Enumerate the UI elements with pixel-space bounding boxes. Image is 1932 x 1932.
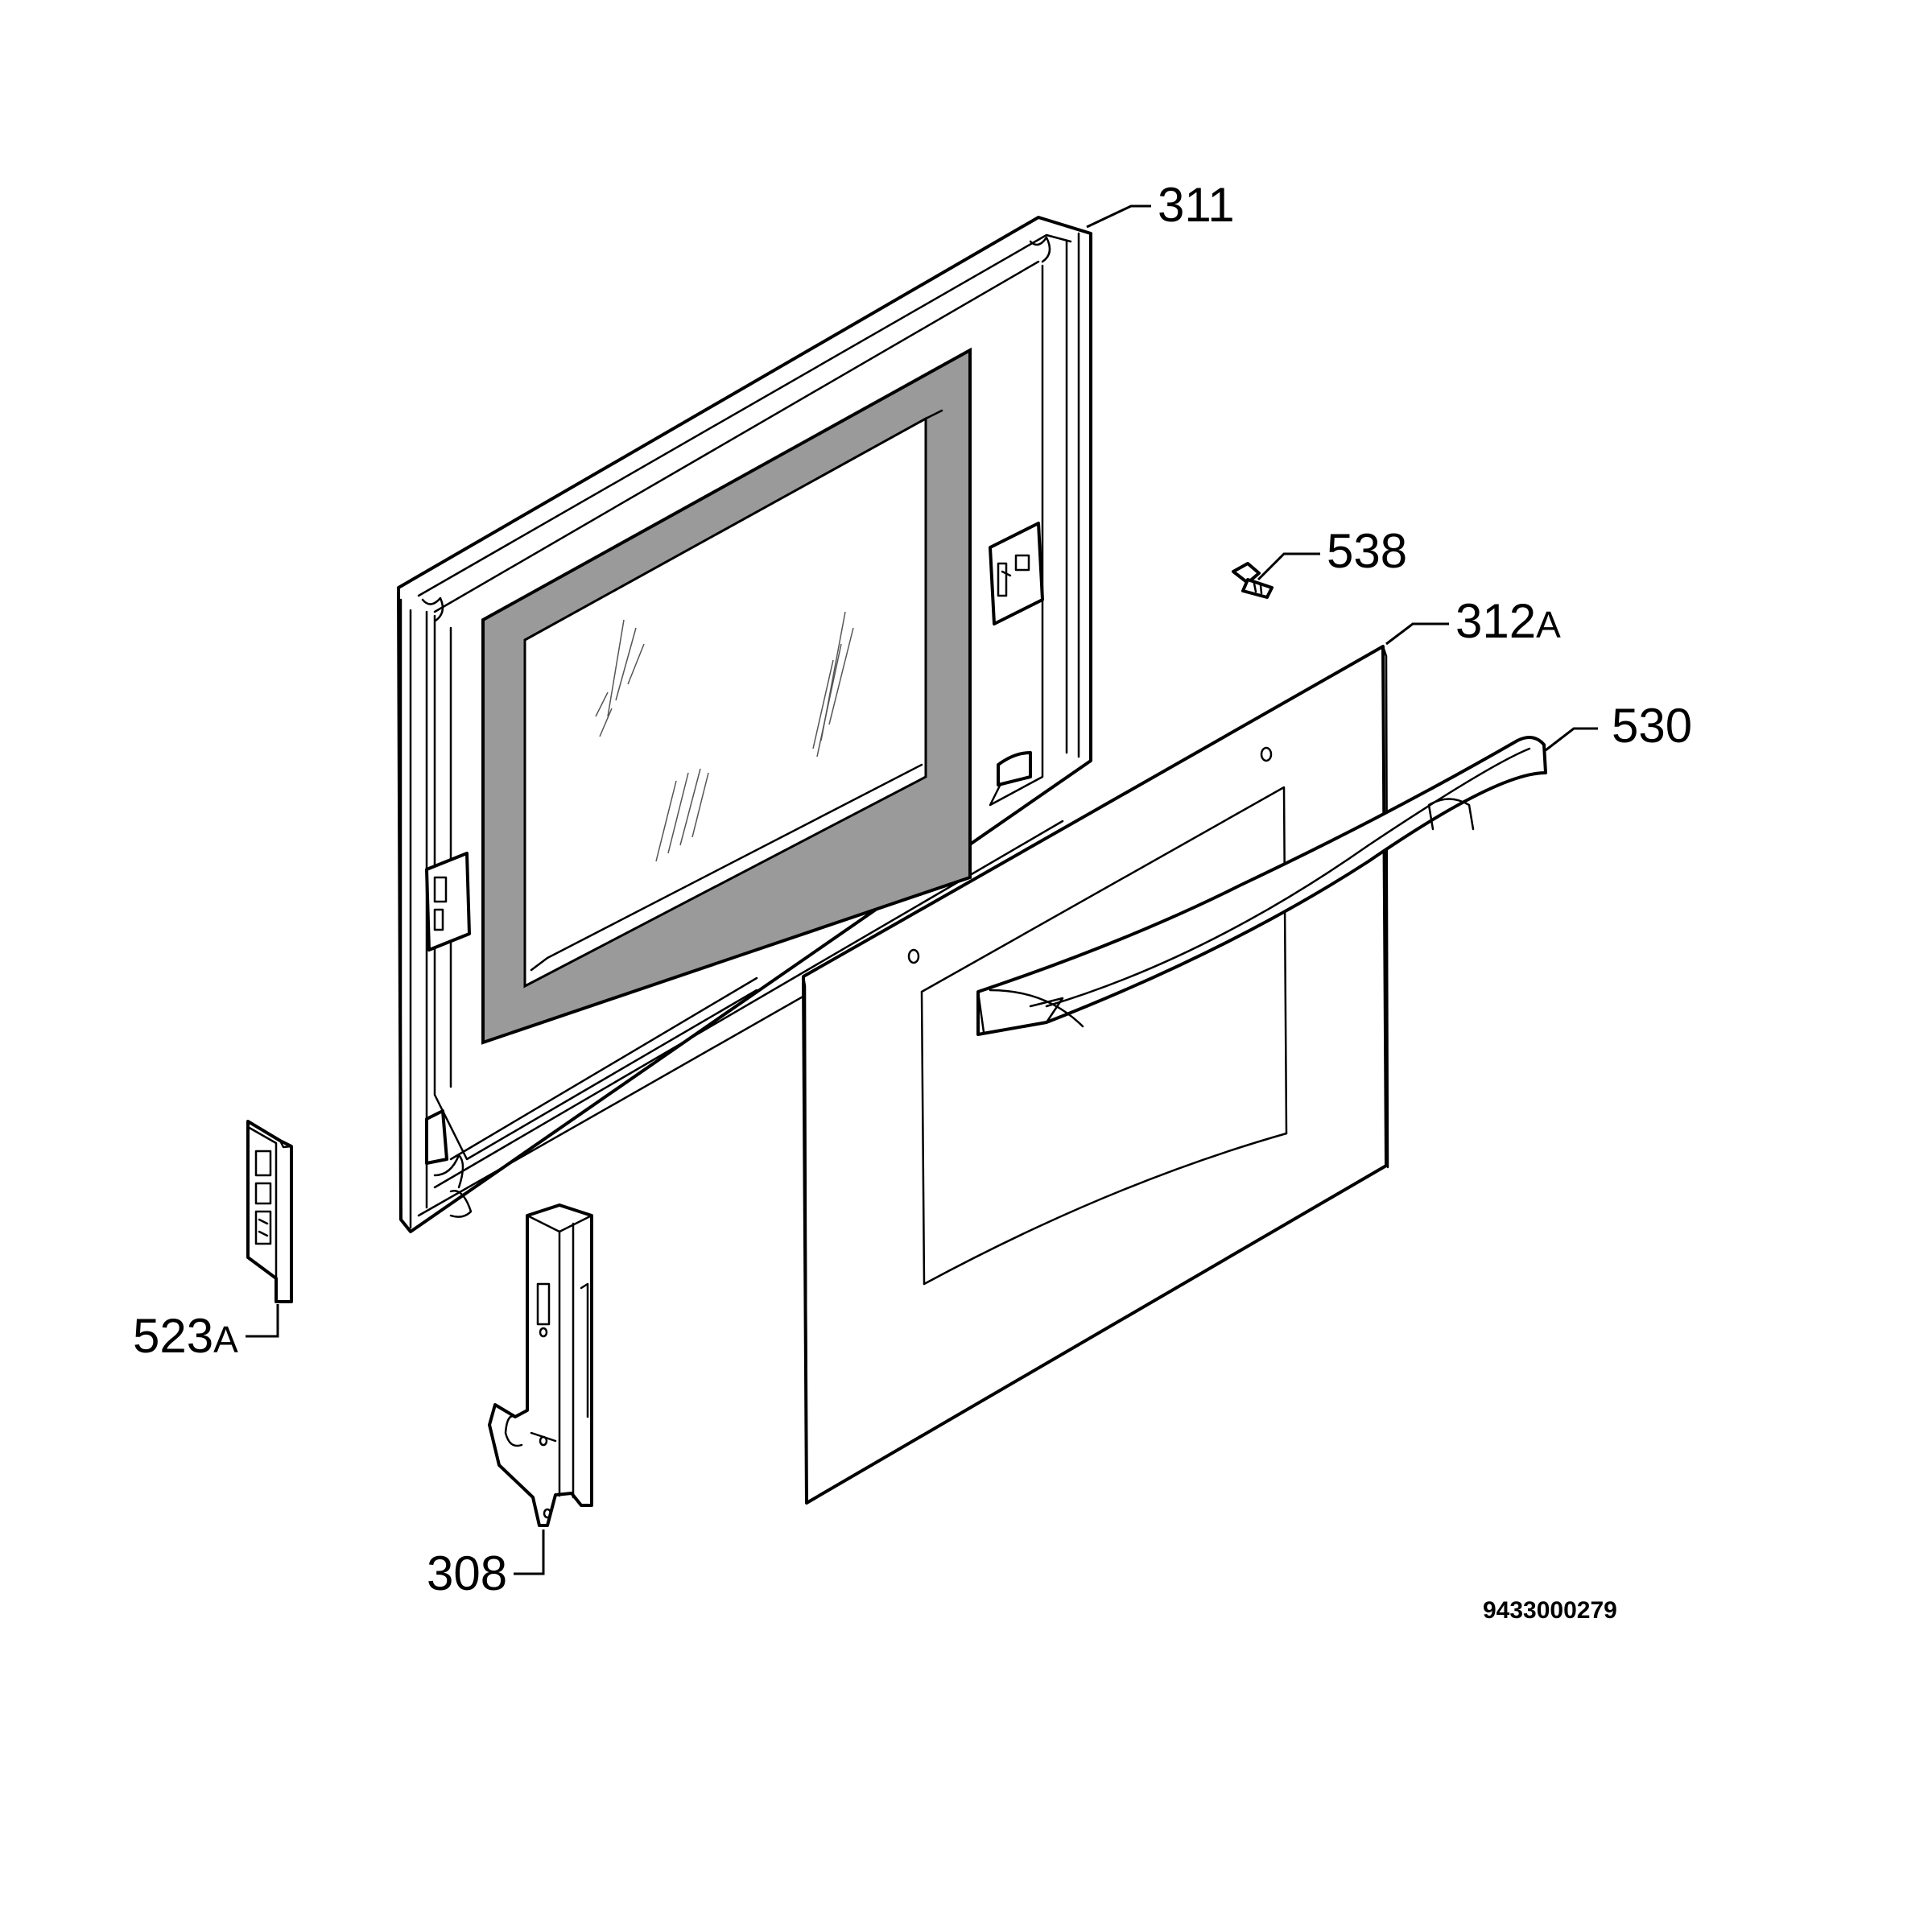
part-label-308: 308 [427, 1546, 507, 1600]
frame-corner-clip-right [997, 751, 1032, 786]
part-label-538: 538 [1327, 524, 1407, 578]
part-label-311: 311 [1158, 178, 1235, 232]
document-number: 9433000279 [1483, 1597, 1617, 1624]
frame-hinge-bracket-left [425, 852, 471, 952]
hinge-receiver-part [246, 1120, 293, 1303]
door-handle-part [976, 736, 1547, 1036]
leader-308 [514, 1530, 545, 1575]
frame-corner-clip-left [425, 1109, 448, 1165]
leader-311 [1086, 204, 1151, 229]
leader-523A [246, 1304, 279, 1338]
leader-312A [1385, 622, 1449, 646]
frame-hinge-bracket-right [989, 522, 1044, 625]
glass-reflection-marks [595, 611, 854, 862]
door-gasket [481, 347, 972, 1045]
part-label-530: 530 [1612, 699, 1692, 753]
leader-530 [1545, 727, 1598, 752]
screw-part [1232, 562, 1274, 599]
door-hinge-part [488, 1203, 593, 1527]
leader-538 [1257, 552, 1320, 581]
outer-glass-panel-part [802, 645, 1389, 1505]
part-label-312A: 312A [1455, 594, 1561, 648]
leader-lines [246, 204, 1598, 1575]
part-label-523A: 523A [133, 1309, 238, 1363]
